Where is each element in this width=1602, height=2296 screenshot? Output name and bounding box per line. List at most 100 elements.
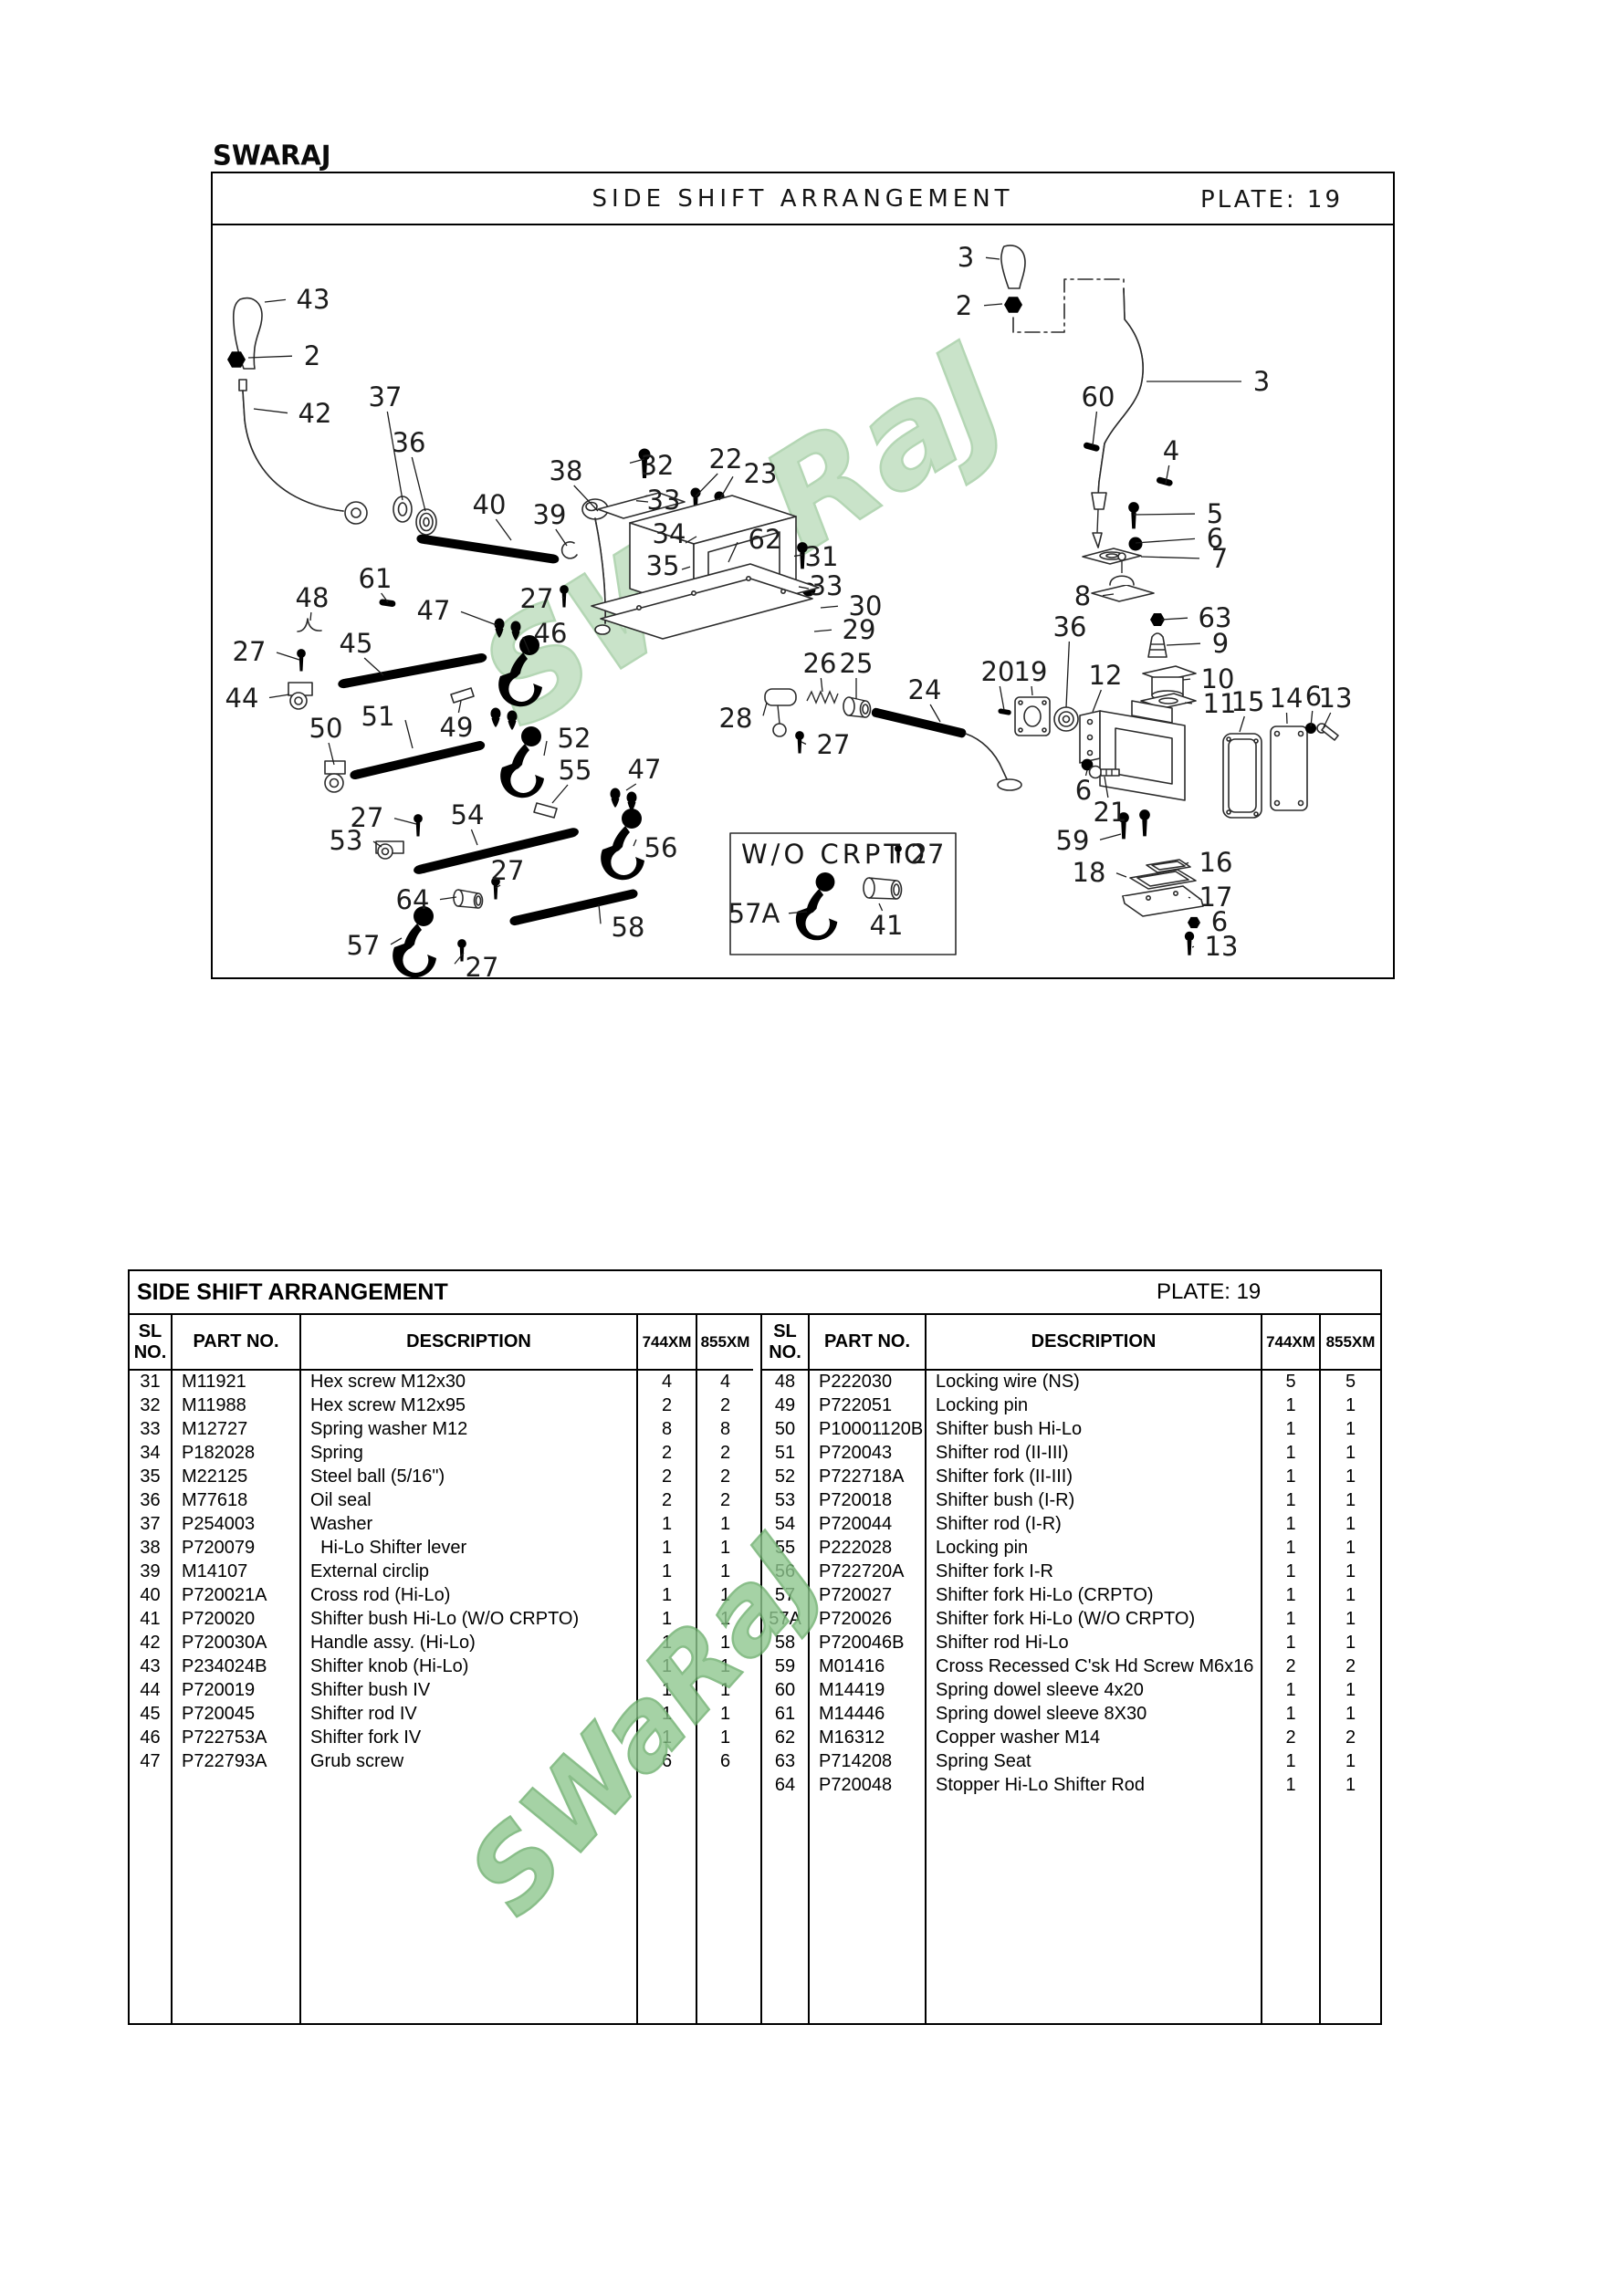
shifter-bush-44 — [294, 696, 303, 705]
leader-line — [813, 629, 832, 632]
cover-14 — [1297, 799, 1304, 807]
part-number-label: 40 — [473, 489, 507, 520]
leader-line — [495, 518, 512, 541]
part-number-label: 51 — [361, 701, 395, 732]
leader-line — [635, 500, 649, 503]
part-number-label: 27 — [911, 839, 945, 870]
qty-855xm-cell: 1 — [1345, 1442, 1356, 1463]
description-cell: Hex screw M12x30 — [300, 1370, 638, 1393]
part-number-label: 30 — [849, 590, 883, 621]
part-number-label: 49 — [440, 712, 474, 743]
leader-line — [695, 473, 718, 497]
part-number-label: 12 — [1089, 660, 1123, 691]
empty-cell — [1320, 1797, 1380, 2025]
leader-line — [247, 355, 293, 359]
leader-line — [411, 456, 426, 512]
table-title-row: SIDE SHIFT ARRANGEMENT PLATE: 19 — [130, 1271, 1380, 1315]
description-cell: Shifter bush Hi-Lo (W/O CRPTO) — [300, 1607, 638, 1631]
description-cell: Copper washer M14 — [926, 1726, 1262, 1749]
gasket-19 — [1042, 727, 1047, 733]
sl-cell: 35 — [130, 1465, 173, 1488]
sl-cell: 32 — [130, 1393, 173, 1417]
leader-line — [1140, 556, 1200, 559]
part-number-label: 55 — [559, 755, 592, 786]
description-cell: Hi-Lo Shifter lever — [300, 1536, 638, 1560]
leader-line — [1133, 513, 1196, 516]
part-no-cell: P254003 — [172, 1512, 301, 1536]
part-number-label: 3 — [958, 242, 974, 273]
column-header-desc: DESCRIPTION — [926, 1315, 1262, 1371]
part-number-label: 27 — [233, 636, 267, 667]
bolt-13b — [1184, 931, 1195, 955]
part-no-cell: P10001120B — [809, 1417, 927, 1441]
part-number-label: 38 — [550, 455, 583, 486]
qty-744xm-cell: 1 — [1262, 1393, 1321, 1417]
gasket-18 — [1136, 871, 1189, 887]
gasket-16 — [1151, 861, 1186, 871]
qty-744xm-cell: 1 — [637, 1654, 697, 1678]
qty-855xm-cell: 1 — [719, 1655, 731, 1676]
sl-cell: 60 — [762, 1678, 810, 1702]
sl-cell: 31 — [130, 1370, 173, 1393]
part-no-cell: P720030A — [172, 1631, 301, 1654]
qty-855xm-cell: 1 — [1345, 1703, 1356, 1724]
sl-cell: 57A — [762, 1607, 810, 1631]
sl-cell: 62 — [762, 1726, 810, 1749]
part-number-label: 29 — [843, 614, 876, 645]
part-number-label: 6 — [1207, 523, 1223, 554]
sl-cell: 50 — [762, 1417, 810, 1441]
description-cell: Spring dowel sleeve 4x20 — [926, 1678, 1262, 1702]
sl-cell: 49 — [762, 1393, 810, 1417]
leader-line — [629, 458, 645, 464]
sl-cell: 38 — [130, 1536, 173, 1560]
inset-box — [729, 832, 957, 955]
part-number-label: 63 — [1199, 602, 1232, 633]
part-no-cell: P722720A — [809, 1560, 927, 1583]
table-header-row: SL NO. PART NO. DESCRIPTION 744XM 855XM — [762, 1315, 1380, 1371]
part-number-label: 50 — [309, 713, 343, 744]
qty-744xm-cell: 1 — [1262, 1702, 1321, 1726]
leader-line — [820, 677, 823, 693]
part-number-label: 33 — [810, 570, 843, 601]
part-no-cell: M01416 — [809, 1654, 927, 1678]
part-no-cell: P720048 — [809, 1773, 927, 1797]
description-cell: Shifter bush IV — [300, 1678, 638, 1702]
parts-table-panel: SIDE SHIFT ARRANGEMENT PLATE: 19 SL NO. … — [128, 1269, 1382, 2025]
sl-cell: 39 — [130, 1560, 173, 1583]
oil-seal-36b — [1062, 715, 1071, 724]
leader-line — [798, 586, 810, 590]
part-number-label: 33 — [647, 485, 681, 516]
part-number-label: 4 — [1163, 435, 1179, 466]
leader-line — [633, 839, 637, 847]
description-cell: Cross rod (Hi-Lo) — [300, 1583, 638, 1607]
description-cell: Spring — [300, 1441, 638, 1465]
qty-744xm-cell: 2 — [637, 1393, 697, 1417]
description-cell: Shifter fork IV — [300, 1726, 638, 1749]
part-no-cell: M77618 — [172, 1488, 301, 1512]
qty-855xm-cell: 1 — [719, 1584, 731, 1605]
part-number-label: 3 — [1253, 366, 1270, 397]
qty-744xm-cell: 1 — [637, 1583, 697, 1607]
sl-cell: 55 — [762, 1536, 810, 1560]
description-cell: Hex screw M12x95 — [300, 1393, 638, 1417]
part-number-label: 20 — [981, 656, 1015, 687]
leader-line — [985, 256, 1000, 260]
part-number-label: 60 — [1082, 381, 1115, 412]
leader-line — [457, 700, 462, 714]
diagram-plate-label: PLATE: 19 — [1200, 186, 1343, 214]
leader-line — [1084, 769, 1088, 777]
sl-cell: 56 — [762, 1560, 810, 1583]
qty-744xm-cell: 1 — [1262, 1488, 1321, 1512]
part-number-label: 54 — [451, 799, 485, 830]
part-number-label: 17 — [1199, 882, 1233, 913]
qty-744xm-cell: 1 — [1262, 1417, 1321, 1441]
sl-cell: 64 — [762, 1773, 810, 1797]
